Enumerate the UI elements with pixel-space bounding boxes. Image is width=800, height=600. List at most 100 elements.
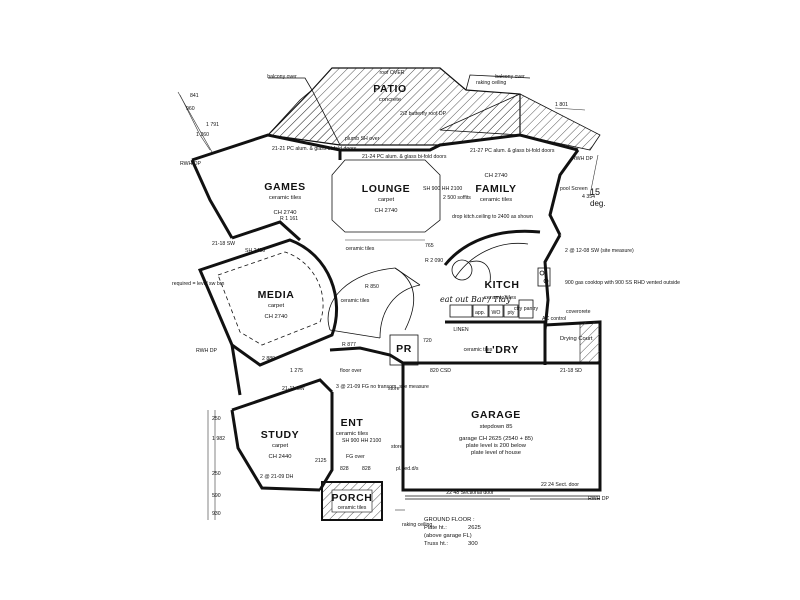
pbed: pl.bed.d/s — [396, 466, 419, 472]
balcony-right: balcony over — [495, 74, 525, 80]
dim-828b: 828 — [362, 466, 371, 472]
annotations: balcony over balcony over roof OVER raki… — [172, 70, 680, 528]
raking-ceiling-porch: raking ceiling — [402, 522, 432, 528]
games-finish: ceramic tiles — [269, 195, 301, 201]
radius-2090: R 2 090 — [425, 258, 443, 264]
sectional-door-2248: 22 48 Sectional door — [446, 490, 494, 496]
garage-note-3: plate level of house — [471, 450, 521, 456]
study-dim-4: 590 — [212, 493, 221, 499]
radius-1161: R 1 161 — [280, 216, 298, 222]
garage-name: GARAGE — [471, 409, 521, 421]
required-level: required = level sw brn — [172, 281, 224, 287]
entry-finish: ceramic tiles — [336, 431, 368, 437]
above-garage: (above garage FL) — [424, 533, 472, 539]
sw-1208: 2 @ 12-08 SW (site measure) — [565, 248, 634, 254]
sectional-door-2224: 22 24 Sect. door — [541, 482, 579, 488]
family-name: FAMILY — [475, 183, 516, 195]
wo: WO — [492, 310, 501, 316]
study-ch: CH 2440 — [269, 454, 292, 460]
family-finish: ceramic tiles — [480, 197, 512, 203]
patio-area — [266, 67, 601, 151]
media-name: MEDIA — [258, 289, 295, 301]
sh-2450: SH 2450 — [245, 248, 265, 254]
patio-name: PATIO — [373, 83, 407, 95]
games-doors: 21-21 PC alum. & glass bi-fold doors — [272, 146, 357, 152]
rwh-games: RWH DP — [180, 161, 201, 167]
study-dim-1: 250 — [212, 416, 221, 422]
games-name: GAMES — [264, 181, 306, 193]
family-doors: 21-27 PC alum. & glass bi-fold doors — [470, 148, 555, 154]
lounge-doors: 21-24 PC alum. & glass bi-fold doors — [362, 154, 447, 160]
drying-court: Drying Court — [560, 336, 593, 342]
csd-820: 820 CSD — [430, 368, 451, 374]
butterfly-roof: 2/2 butterfly roof DP — [400, 111, 447, 117]
left-dim-4: 2 880 — [262, 356, 275, 362]
lounge-name: LOUNGE — [362, 183, 411, 195]
study-name: STUDY — [261, 429, 300, 441]
handwritten-note: eat out Bar / Tidy — [440, 295, 511, 304]
entry-name: ENT — [341, 417, 364, 429]
roof-over: roof OVER — [379, 70, 404, 76]
left-dim-1: 841 — [190, 93, 199, 99]
dh-2109: 2 @ 21-09 DH — [260, 474, 293, 480]
linen: LINEN — [453, 327, 469, 333]
garage-note-2: plate level is 200 below — [466, 443, 527, 449]
lounge-finish: carpet — [378, 197, 395, 203]
pty: pty — [508, 310, 515, 316]
radius-850: R 850 — [365, 284, 379, 290]
laundry-finish: ceramic tiles — [464, 347, 493, 353]
truss-ht-value: 300 — [468, 541, 478, 547]
fg-over: FG over — [346, 454, 365, 460]
sd-2118: 21-18 SD — [560, 368, 582, 374]
pool-screen: pool Screen — [560, 186, 588, 192]
angle-deg: deg. — [590, 199, 606, 208]
soffits-2500: 2 500 soffits — [443, 195, 471, 201]
rwh-family: RWH DP — [572, 156, 593, 162]
patio-finish: concrete — [379, 97, 401, 103]
dim-2125: 2125 — [315, 458, 327, 464]
lounge-ch: CH 2740 — [375, 208, 398, 214]
balcony-left: balcony over — [267, 74, 297, 80]
laundry-name: L'DRY — [485, 344, 519, 356]
sh-900-ent: SH 900 HH 2100 — [342, 438, 381, 444]
sw-2118: 21-18 SW — [212, 241, 235, 247]
study-dim-2: 1 982 — [212, 436, 225, 442]
dim-720: 720 — [423, 338, 432, 344]
pantry: ctry pantry — [514, 306, 539, 312]
media-ch: CH 2740 — [265, 314, 288, 320]
ground-floor-notes: GROUND FLOOR : Plate ht.: 2625 (above ga… — [424, 517, 481, 547]
plumb-sh: plumb SH over — [345, 136, 380, 142]
ac-control: AC control — [542, 316, 566, 322]
fg-2109: 3 @ 21-09 FG no transom. site measure — [336, 384, 429, 390]
garage-note-1: garage CH 2625 (2540 + 85) — [459, 436, 533, 442]
sh-900-lounge: SH 900 HH 2100 — [423, 186, 462, 192]
floor-over: floor over — [340, 368, 362, 374]
app: app. — [475, 310, 485, 316]
store-2: store — [391, 444, 403, 450]
study-dim-5: 930 — [212, 511, 221, 517]
dim-1791: 1 791 — [206, 122, 219, 128]
games-ch: CH 2740 — [274, 210, 297, 216]
ground-floor-title: GROUND FLOOR : — [424, 517, 475, 523]
sw-2111: 21-11 SW — [282, 386, 305, 392]
garage-finish: stepdown 85 — [480, 424, 513, 430]
radius-877: R 877 — [342, 342, 356, 348]
angle-15: 15 — [590, 187, 600, 197]
left-dim-5: 1 275 — [290, 368, 303, 374]
media-finish: carpet — [268, 303, 285, 309]
raking-ceiling: raking ceiling — [476, 80, 506, 86]
coverorete: coverorete — [566, 309, 591, 315]
dim-1801: 1 801 — [555, 102, 568, 108]
dim-4354: 4 354 — [582, 194, 595, 200]
drop-kitchen-ceiling: drop kitch.ceiling to 2400 as shown — [452, 214, 533, 220]
plate-ht-value: 2625 — [468, 525, 481, 531]
rwh-media: RWH DP — [196, 348, 217, 354]
cooktop-note: 900 gas cooktop with 900 SS RHD vented o… — [565, 280, 680, 286]
porch-name: PORCH — [332, 492, 373, 504]
left-dim-3: 1 260 — [196, 132, 209, 138]
dimension-lines — [177, 91, 599, 520]
room-labels: PATIO concrete GAMES ceramic tiles CH 27… — [258, 83, 533, 511]
dim-828: 828 — [340, 466, 349, 472]
truss-ht-label: Truss ht.: — [424, 541, 448, 547]
